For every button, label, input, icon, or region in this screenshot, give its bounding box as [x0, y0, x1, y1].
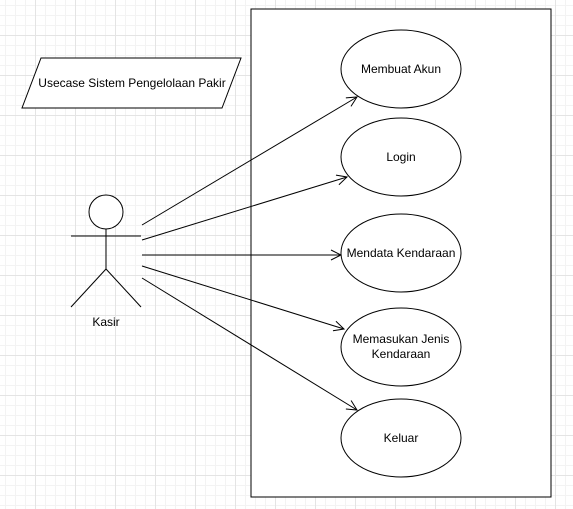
use-case-memasukan-jenis-kendaraan-ellipse[interactable]	[340, 307, 462, 387]
association-login[interactable]	[141, 177, 347, 241]
actor-kasir-figure[interactable]	[70, 194, 142, 308]
actor-head	[88, 194, 124, 230]
association-keluar[interactable]	[141, 277, 357, 410]
use-case-membuat-akun-ellipse[interactable]	[340, 29, 462, 109]
actor-left-leg	[70, 268, 107, 308]
use-case-login-ellipse[interactable]	[340, 117, 462, 197]
use-case-keluar-ellipse[interactable]	[340, 398, 462, 478]
association-memasukan-jenis-kendaraan[interactable]	[141, 265, 344, 329]
use-case-mendata-kendaraan-ellipse[interactable]	[340, 213, 462, 293]
title-parallelogram[interactable]	[21, 57, 242, 109]
association-membuat-akun[interactable]	[141, 97, 357, 226]
actor-right-leg	[105, 268, 142, 308]
